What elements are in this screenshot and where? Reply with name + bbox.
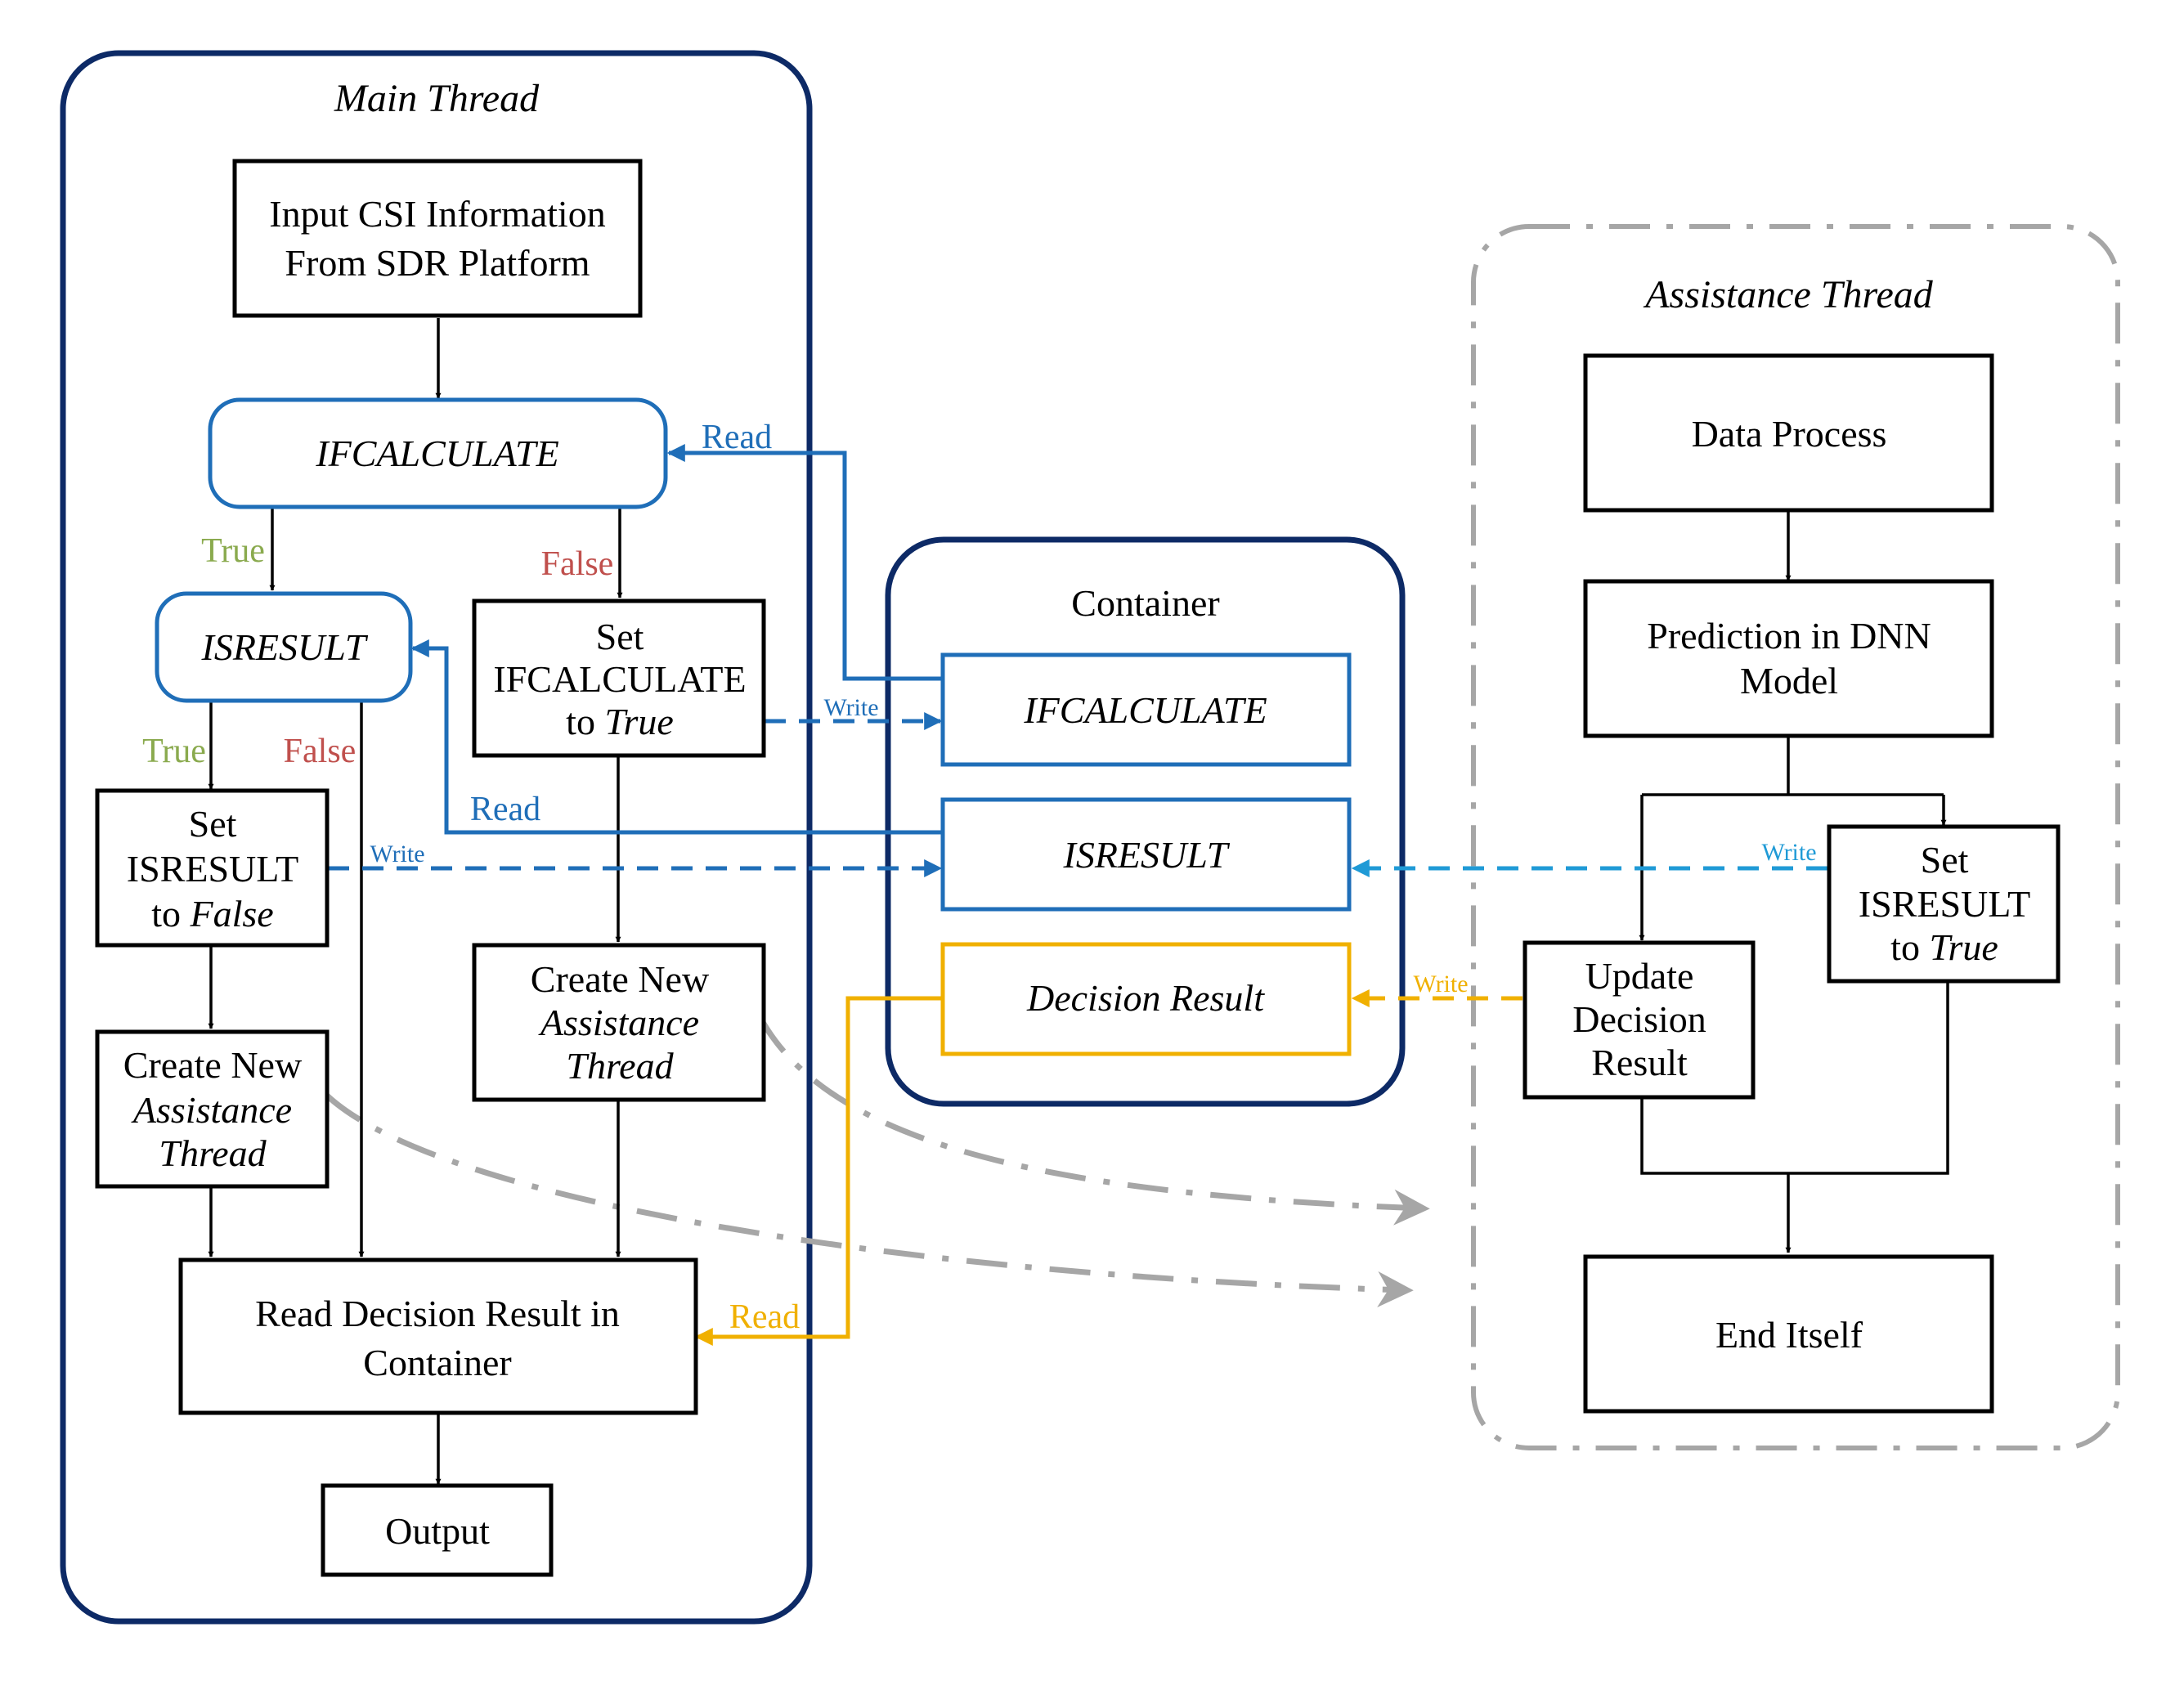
ifcalculate-decision-node: IFCALCULATE	[208, 397, 668, 509]
create-right-line3: Thread	[566, 1045, 674, 1087]
input-csi-line1: Input CSI Information	[269, 193, 605, 235]
main-thread-frame	[60, 50, 813, 1625]
main-thread-title: Main Thread	[334, 77, 540, 120]
label-false-isresult: False	[284, 733, 357, 770]
create-right-line1: Create New	[531, 958, 710, 1000]
set-isresult-false-line1: Set	[189, 803, 237, 845]
create-left-line3: Thread	[159, 1132, 267, 1174]
read-ifcalculate-connector	[666, 444, 942, 681]
prediction-line1: Prediction in DNN	[1647, 615, 1931, 657]
isresult-decision-node: ISRESULT	[155, 591, 413, 703]
label-read-isresult: Read	[470, 791, 540, 828]
input-csi-line2: From SDR Platform	[285, 242, 590, 284]
end-itself-node: End Itself	[1583, 1254, 1994, 1414]
container-title: Container	[1071, 582, 1219, 624]
label-read-ifcalculate: Read	[702, 419, 772, 456]
set-ifcalculate-node: Set IFCALCULATE to True	[472, 598, 766, 758]
create-right-line2: Assistance	[538, 1002, 699, 1043]
update-decision-node: Update Decision Result	[1523, 940, 1756, 1100]
read-decision-connector	[694, 996, 942, 1346]
container-ifcalculate-label: IFCALCULATE	[1023, 689, 1267, 731]
update-line2: Decision	[1572, 998, 1706, 1040]
set-isresult-true-node: Set ISRESULT to True	[1827, 824, 2061, 984]
container-isresult-node: ISRESULT	[940, 797, 1352, 912]
read-decision-line1: Read Decision Result in	[255, 1293, 620, 1334]
update-line1: Update	[1585, 955, 1694, 997]
label-write-isresult-main: Write	[370, 840, 424, 867]
set-isresult-true-line3: to True	[1890, 926, 1998, 968]
set-isresult-false-line3: to False	[151, 893, 273, 935]
input-csi-node: Input CSI Information From SDR Platform	[232, 159, 643, 318]
assistance-thread-frame	[1471, 224, 2120, 1450]
end-itself-label: End Itself	[1715, 1314, 1863, 1356]
set-ifcalculate-line1: Set	[596, 616, 644, 657]
create-assistance-right-node: Create New Assistance Thread	[472, 943, 766, 1102]
set-ifcalculate-line2: IFCALCULATE	[493, 658, 746, 700]
output-node: Output	[321, 1483, 554, 1577]
label-false-ifcalculate: False	[541, 545, 614, 583]
prediction-node: Prediction in DNN Model	[1583, 579, 1994, 738]
create-left-line2: Assistance	[131, 1089, 292, 1131]
data-process-node: Data Process	[1583, 353, 1994, 513]
set-ifcalculate-line3: to True	[566, 701, 674, 742]
set-isresult-false-line2: ISRESULT	[127, 848, 298, 890]
container-decision-label: Decision Result	[1026, 977, 1265, 1019]
update-line3: Result	[1591, 1042, 1688, 1083]
data-process-label: Data Process	[1692, 413, 1887, 455]
container-ifcalculate-node: IFCALCULATE	[940, 652, 1352, 767]
label-read-decision: Read	[729, 1298, 800, 1336]
ifcalculate-decision-label: IFCALCULATE	[315, 433, 558, 474]
container-decision-node: Decision Result	[940, 942, 1352, 1056]
read-isresult-connector	[410, 639, 942, 835]
label-true-isresult: True	[142, 733, 206, 770]
label-write-ifcalculate: Write	[823, 694, 878, 721]
assistance-thread-title: Assistance Thread	[1643, 273, 1934, 316]
container-frame	[885, 536, 1406, 1107]
isresult-decision-label: ISRESULT	[201, 626, 369, 668]
label-write-isresult-assist: Write	[1761, 839, 1816, 866]
set-isresult-false-node: Set ISRESULT to False	[95, 788, 330, 948]
read-decision-node: Read Decision Result in Container	[178, 1257, 698, 1415]
read-decision-line2: Container	[363, 1342, 511, 1383]
prediction-line2: Model	[1740, 660, 1838, 702]
label-write-decision: Write	[1413, 970, 1468, 997]
spawn-arrow-from-create-left	[325, 1093, 1414, 1307]
set-isresult-true-line1: Set	[1921, 839, 1969, 881]
output-label: Output	[385, 1510, 490, 1552]
arrow-merge-to-end	[1640, 980, 1949, 1253]
label-true-ifcalculate: True	[201, 532, 265, 570]
create-left-line1: Create New	[123, 1044, 303, 1086]
spawn-arrow-from-create-right	[757, 1016, 1430, 1226]
create-assistance-left-node: Create New Assistance Thread	[95, 1029, 330, 1189]
set-isresult-true-line2: ISRESULT	[1859, 883, 2030, 925]
container-isresult-label: ISRESULT	[1063, 834, 1231, 876]
